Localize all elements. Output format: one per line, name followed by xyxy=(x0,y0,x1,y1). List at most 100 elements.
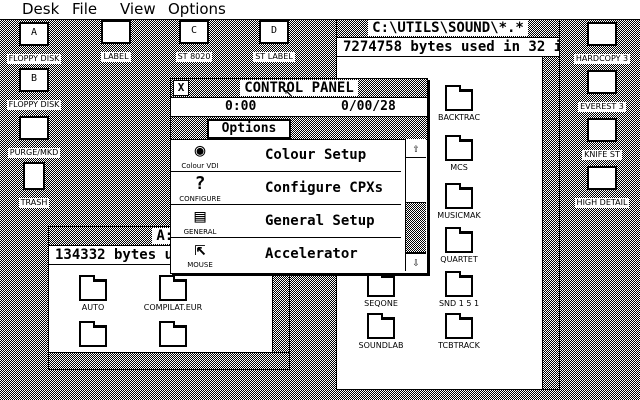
folder-item[interactable]: SEQONE xyxy=(343,271,419,309)
folder-label: COMPILAT.EUR xyxy=(143,303,203,312)
printer-icon xyxy=(19,116,49,140)
sound-folder-window[interactable]: C:\UTILS\SOUND\*.* 7274758 bytes used in… xyxy=(336,18,560,390)
cpx-general-setup[interactable]: ▤ GENERAL General Setup xyxy=(171,205,401,238)
cpx-caption: CONFIGURE xyxy=(179,195,221,203)
folder-item[interactable]: COMPILAT.EUR xyxy=(135,275,211,313)
floppy-disk-icon: A xyxy=(19,22,49,46)
sound-window-titlebar[interactable]: C:\UTILS\SOUND\*.* xyxy=(337,19,559,38)
folder-item[interactable]: BACKTRAC xyxy=(421,85,497,123)
scroll-down-icon[interactable]: ⇩ xyxy=(406,252,426,271)
control-panel-title: CONTROL PANEL xyxy=(240,80,358,96)
drive-c-icon[interactable]: C ST 8020 xyxy=(162,20,226,63)
menu-desk[interactable]: Desk xyxy=(22,0,60,18)
folder-label: SOUNDLAB xyxy=(358,341,404,350)
folder-icon xyxy=(159,321,187,347)
cpx-colour-setup[interactable]: ◉ Colour VDI Colour Setup xyxy=(171,139,401,172)
hard-disk-icon: C xyxy=(179,20,209,44)
scroll-track[interactable] xyxy=(406,158,426,202)
drive-d-icon[interactable]: D ST LABEL xyxy=(242,20,306,63)
folder-label: SND 1 5 1 xyxy=(438,299,480,308)
sound-window-info: 7274758 bytes used in 32 i xyxy=(337,38,559,57)
floppy-disk-icon: B xyxy=(19,68,49,92)
folder-icon xyxy=(445,183,473,209)
folder-item[interactable]: MUSICMAK xyxy=(421,183,497,221)
folder-label: SEQONE xyxy=(364,299,398,308)
knife-label: KNIFE ST xyxy=(582,150,622,160)
sound-window-scrollbar[interactable] xyxy=(542,57,559,389)
folder-icon xyxy=(445,135,473,161)
purge-label: PURGE/MKD xyxy=(7,148,61,158)
program-icon xyxy=(587,166,617,190)
menu-view[interactable]: View xyxy=(120,0,156,18)
cpx-name: General Setup xyxy=(265,213,375,229)
options-bar: Options xyxy=(171,117,427,140)
trash-can-icon xyxy=(23,162,45,190)
folder-icon xyxy=(367,313,395,339)
file-icon xyxy=(445,313,473,339)
menu-bar: Desk File View Options xyxy=(0,0,640,20)
cpx-configure[interactable]: ? CONFIGURE Configure CPXs xyxy=(171,172,401,205)
folder-icon xyxy=(367,271,395,297)
hardcopy-icon[interactable]: HARDCOPY 3 xyxy=(570,22,634,65)
computer-icon: ▤ GENERAL xyxy=(173,205,227,237)
computer-icon xyxy=(101,20,131,44)
cpx-name: Accelerator xyxy=(265,246,358,262)
folder-item[interactable]: SND 1 5 1 xyxy=(421,271,497,309)
options-button[interactable]: Options xyxy=(207,119,291,139)
cpx-caption: GENERAL xyxy=(183,228,217,236)
program-icon xyxy=(587,118,617,142)
menu-file[interactable]: File xyxy=(72,0,98,18)
cpx-caption: Colour VDI xyxy=(181,162,219,170)
a-window-info: 134332 bytes u xyxy=(49,246,289,265)
folder-icon xyxy=(445,271,473,297)
folder-label: AUTO xyxy=(81,303,105,312)
control-panel-clock: 0:00 0/00/28 xyxy=(171,98,427,117)
menu-options[interactable]: Options xyxy=(168,0,226,18)
floppy-b-icon[interactable]: B FLOPPY DISK xyxy=(2,68,66,111)
folder-icon xyxy=(79,275,107,301)
knife-icon[interactable]: KNIFE ST xyxy=(570,118,634,161)
control-panel-titlebar[interactable]: X CONTROL PANEL xyxy=(171,79,427,98)
a-window-hscrollbar[interactable] xyxy=(49,352,289,369)
floppy-a-label: FLOPPY DISK xyxy=(6,54,62,64)
folder-icon xyxy=(445,227,473,253)
label-drive-icon[interactable]: LABEL xyxy=(84,20,148,63)
folder-item[interactable]: TCBTRACK xyxy=(421,313,497,351)
trash-label: TRASH xyxy=(18,198,50,208)
folder-icon xyxy=(445,85,473,111)
folder-label: MUSICMAK xyxy=(437,211,481,220)
folder-item[interactable] xyxy=(135,321,211,347)
sound-window-title: C:\UTILS\SOUND\*.* xyxy=(368,20,528,36)
purge-icon[interactable]: PURGE/MKD xyxy=(2,116,66,159)
folder-item[interactable]: AUTO xyxy=(55,275,131,313)
drive-d-label: ST LABEL xyxy=(253,52,295,62)
floppy-b-label: FLOPPY DISK xyxy=(6,100,62,110)
folder-label: MCS xyxy=(450,163,468,172)
date-display[interactable]: 0/00/28 xyxy=(341,99,396,114)
control-panel-window[interactable]: X CONTROL PANEL 0:00 0/00/28 Options ◉ C… xyxy=(170,78,428,274)
a-window-scrollbar[interactable] xyxy=(272,265,289,353)
program-icon xyxy=(587,22,617,46)
program-icon xyxy=(587,70,617,94)
close-icon[interactable]: X xyxy=(173,80,189,96)
cpx-name: Colour Setup xyxy=(265,147,367,163)
cpx-scrollbar[interactable]: ⇧ ⇩ xyxy=(405,139,426,271)
folder-item[interactable]: SOUNDLAB xyxy=(343,313,419,351)
cpx-caption: MOUSE xyxy=(187,261,213,269)
cpx-accelerator[interactable]: ⇱ MOUSE Accelerator xyxy=(171,238,401,270)
scroll-up-icon[interactable]: ⇧ xyxy=(406,139,426,158)
folder-item[interactable] xyxy=(55,321,131,347)
trash-icon[interactable]: TRASH xyxy=(2,162,66,209)
palette-icon: ◉ Colour VDI xyxy=(173,139,227,171)
time-display[interactable]: 0:00 xyxy=(225,99,257,114)
folder-label: TCBTRACK xyxy=(438,341,480,350)
everest-icon[interactable]: EVEREST 3 xyxy=(570,70,634,113)
scroll-thumb[interactable] xyxy=(406,202,426,254)
folder-item[interactable]: MCS xyxy=(421,135,497,173)
high-detail-icon[interactable]: HIGH DETAIL xyxy=(570,166,634,209)
floppy-a-icon[interactable]: A FLOPPY DISK xyxy=(2,22,66,65)
hard-disk-icon: D xyxy=(259,20,289,44)
drive-c-label: ST 8020 xyxy=(175,52,213,62)
folder-item[interactable]: QUARTET xyxy=(421,227,497,265)
folder-icon xyxy=(79,321,107,347)
